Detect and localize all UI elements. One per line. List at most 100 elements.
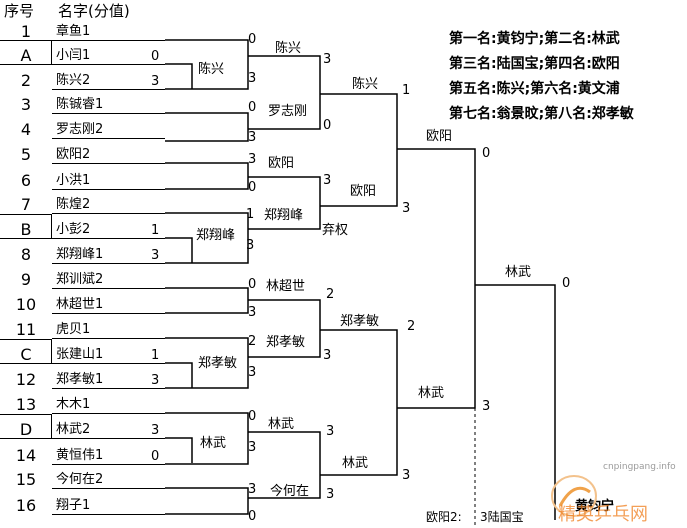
seed-label: 2 bbox=[20, 71, 32, 90]
bracket-r1-2 bbox=[165, 112, 249, 142]
seed-box bbox=[0, 40, 52, 64]
r2-4-winner: 林武 bbox=[342, 456, 369, 471]
bracket-r1-8 bbox=[165, 487, 249, 515]
bracket-r1-1 bbox=[165, 39, 249, 90]
seed-box bbox=[0, 339, 52, 363]
seed-label: 4 bbox=[20, 120, 32, 139]
seed-label: 16 bbox=[15, 496, 37, 515]
r1-8-winner: 今何在 bbox=[270, 484, 310, 499]
seed-label: 3 bbox=[20, 95, 32, 114]
seed-label: C bbox=[20, 345, 32, 364]
seed-label: 14 bbox=[15, 446, 37, 465]
r1-6-score-top: 2 bbox=[248, 334, 257, 349]
seed-box bbox=[0, 414, 52, 438]
prelim-winner-A: 陈兴 bbox=[198, 62, 225, 77]
seed-label: 12 bbox=[15, 370, 37, 389]
player-name: 小洪1 bbox=[56, 173, 91, 188]
player-row-line bbox=[52, 40, 165, 41]
seed-label: A bbox=[20, 46, 32, 65]
player-prelim-score: 3 bbox=[151, 74, 160, 89]
player-row-line bbox=[0, 64, 165, 65]
ping-pong-logo-icon: 精英乒乓网 bbox=[551, 475, 648, 525]
player-prelim-score: 0 bbox=[151, 449, 160, 464]
seed-label: 5 bbox=[20, 145, 32, 164]
seed-label: 10 bbox=[15, 295, 37, 314]
player-name: 陈煌2 bbox=[56, 197, 91, 212]
seed-label: 11 bbox=[15, 320, 37, 339]
r1-6-score-bottom: 3 bbox=[248, 365, 257, 380]
player-row-line bbox=[0, 363, 165, 364]
player-row-line bbox=[52, 388, 165, 389]
bracket-r1-4 bbox=[165, 212, 249, 264]
bracket-r2-1 bbox=[248, 55, 321, 130]
watermark-logo: 精英乒乓网 bbox=[548, 470, 687, 528]
player-name: 陈铖睿1 bbox=[56, 97, 104, 112]
player-prelim-score: 3 bbox=[151, 248, 160, 263]
watermark-site: cnpingpang.info bbox=[603, 462, 676, 472]
player-prelim-score: 3 bbox=[151, 373, 160, 388]
prelim-winner-D: 林武 bbox=[200, 436, 227, 451]
player-row-line bbox=[52, 189, 165, 190]
name-column-header: 名字(分值) bbox=[58, 2, 130, 20]
semi-2-score-bottom: 3 bbox=[402, 468, 411, 483]
ranking-line-2: 第三名:陆国宝;第四名:欧阳 bbox=[449, 56, 620, 72]
r1-7-winner: 林武 bbox=[268, 417, 295, 432]
player-name: 郑翔峰1 bbox=[56, 247, 104, 262]
prelim-winner-B: 郑翔峰 bbox=[196, 228, 236, 243]
final-score-bottom: 3 bbox=[482, 399, 491, 414]
player-row-line bbox=[52, 163, 165, 164]
r1-2-score-top: 0 bbox=[248, 100, 257, 115]
player-prelim-score: 1 bbox=[151, 223, 160, 238]
r1-7-score-top: 0 bbox=[248, 409, 257, 424]
r1-5-score-bottom: 3 bbox=[248, 305, 257, 320]
player-name: 章鱼1 bbox=[56, 24, 91, 39]
bracket-r1-6 bbox=[165, 337, 249, 389]
r1-8-score-top: 3 bbox=[248, 482, 257, 497]
seed-column-header: 序号 bbox=[4, 2, 35, 20]
seed-label: 9 bbox=[20, 270, 32, 289]
svg-text:精英乒乓网: 精英乒乓网 bbox=[558, 504, 648, 525]
player-prelim-score: 3 bbox=[151, 423, 160, 438]
bracket-r1-5 bbox=[165, 287, 249, 314]
r1-5-winner: 林超世 bbox=[266, 279, 306, 294]
r1-3-score-top: 3 bbox=[248, 152, 257, 167]
seed-label: 8 bbox=[20, 245, 32, 264]
bracket-prelim-C bbox=[165, 362, 193, 388]
bracket-prelim-D bbox=[165, 437, 193, 463]
player-row-line bbox=[0, 438, 165, 439]
player-name: 陈兴2 bbox=[56, 73, 91, 88]
r1-2-score-bottom: 3 bbox=[248, 130, 257, 145]
r2-1-winner: 陈兴 bbox=[352, 77, 379, 92]
r2-3-score-top: 2 bbox=[326, 287, 335, 302]
r1-8-score-bottom: 0 bbox=[248, 509, 257, 524]
championship-score: 0 bbox=[562, 276, 571, 291]
ranking-line-1: 第一名:黄钧宁;第二名:林武 bbox=[449, 31, 620, 47]
player-row-line bbox=[52, 288, 165, 289]
seed-label: 7 bbox=[20, 195, 32, 214]
seed-label: B bbox=[20, 220, 32, 239]
r2-4-score-bottom: 3 bbox=[326, 487, 335, 502]
bracket-semi-1 bbox=[320, 93, 398, 207]
player-row-line bbox=[52, 313, 165, 314]
bracket-r2-2 bbox=[248, 176, 321, 230]
bracket-r2-3 bbox=[248, 299, 321, 358]
player-row-line bbox=[52, 338, 165, 339]
r2-1-score-top: 3 bbox=[323, 52, 332, 67]
player-row-line bbox=[52, 464, 165, 465]
player-name: 罗志刚2 bbox=[56, 122, 104, 137]
r1-2-winner: 罗志刚 bbox=[268, 104, 308, 119]
r1-4-score-top: 1 bbox=[246, 207, 255, 222]
player-row-line bbox=[52, 89, 165, 90]
seed-label: D bbox=[19, 420, 33, 439]
final-score-top: 0 bbox=[482, 146, 491, 161]
r1-6-winner: 郑孝敏 bbox=[266, 335, 306, 350]
r1-4-winner: 郑翔峰 bbox=[264, 208, 304, 223]
bracket-prelim-B bbox=[165, 237, 193, 263]
r1-3-winner: 欧阳 bbox=[268, 156, 295, 171]
r1-7-score-bottom: 3 bbox=[248, 440, 257, 455]
player-row-line bbox=[52, 138, 165, 139]
ranking-line-4: 第七名:翁景旼;第八名:郑孝敏 bbox=[449, 106, 634, 122]
bracket-r1-7 bbox=[165, 412, 249, 465]
